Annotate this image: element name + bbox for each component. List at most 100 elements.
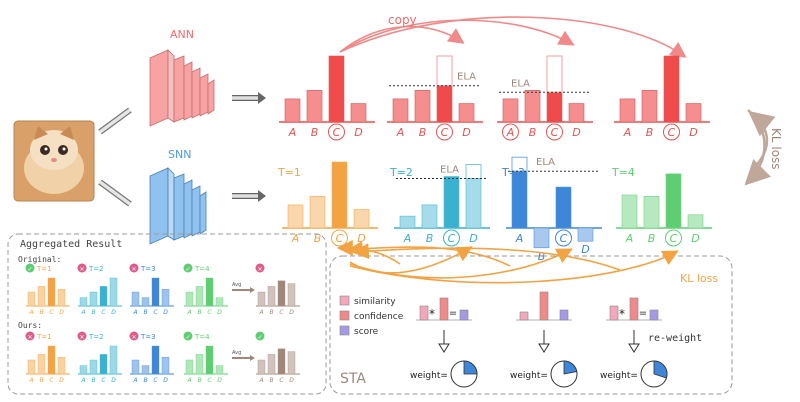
- ann-target-circle: [328, 123, 345, 141]
- snn-tick-label: D: [469, 232, 477, 245]
- small-tick-label: D: [163, 309, 168, 316]
- ann-tick-label: C: [333, 126, 341, 139]
- ann-target-circle: [546, 123, 563, 141]
- small-time-label: T=4: [194, 333, 210, 341]
- small-tick-label: C: [101, 309, 106, 316]
- small-bar: [277, 280, 286, 307]
- small-tick-label: C: [49, 377, 54, 384]
- small-bar: [257, 359, 266, 375]
- small-bar: [195, 286, 204, 307]
- mark-glyph: ✓: [185, 266, 190, 273]
- snn-time-label: T=4: [611, 166, 635, 179]
- small-tick-label: B: [269, 309, 273, 316]
- small-bar: [79, 297, 88, 307]
- small-tick-label: A: [80, 377, 85, 384]
- snn-network-icon: SNN: [149, 148, 207, 245]
- small-tick-label: C: [207, 309, 212, 316]
- small-tick-label: A: [258, 309, 263, 316]
- small-tick-label: D: [289, 377, 294, 384]
- sta-bar: [459, 309, 469, 321]
- ann-tick-label: A: [396, 126, 405, 139]
- small-tick-label: C: [279, 309, 284, 316]
- small-tick-label: C: [153, 377, 158, 384]
- small-bar: [151, 345, 160, 375]
- sta-bar: [519, 311, 529, 321]
- sta-bar: [609, 305, 619, 321]
- small-tick-label: D: [163, 377, 168, 384]
- small-tick-label: D: [217, 309, 222, 316]
- sta-groups: *=weight=weight=*=weight=: [410, 291, 668, 388]
- small-bar: [185, 359, 194, 375]
- small-tick-label: C: [49, 309, 54, 316]
- weight-label: weight=: [510, 371, 548, 381]
- small-bar: [27, 359, 36, 375]
- snn-tick-label: B: [426, 232, 434, 245]
- small-tick-label: D: [59, 377, 64, 384]
- small-bar: [205, 277, 214, 307]
- equals-sign: =: [639, 308, 647, 319]
- snn-tick-label: D: [581, 243, 589, 256]
- ann-tick-label: D: [462, 126, 470, 139]
- snn-bar: [511, 170, 528, 229]
- ann-target-circle: [436, 123, 453, 141]
- small-bar: [27, 291, 36, 307]
- small-bar: [109, 277, 118, 307]
- small-tick-label: C: [279, 377, 284, 384]
- small-bar: [37, 286, 46, 307]
- small-tick-label: A: [80, 309, 85, 316]
- small-bar: [89, 359, 98, 375]
- snn-bar: [353, 209, 370, 229]
- mark-glyph: ✕: [79, 266, 84, 273]
- snn-bar: [621, 194, 638, 229]
- small-bar: [287, 283, 296, 307]
- snn-tick-label: C: [670, 232, 678, 245]
- mark-glyph: ✓: [27, 266, 32, 273]
- reweight-label: re-weight: [648, 333, 702, 344]
- small-bar: [257, 291, 266, 307]
- kitten-image: [13, 120, 95, 202]
- small-bar: [267, 354, 276, 375]
- sta-bar: [539, 291, 549, 321]
- kl-side-arrows: KL loss: [744, 109, 783, 186]
- snn-bar: [399, 215, 416, 229]
- small-bar: [277, 348, 286, 375]
- weight-pie-slice: [653, 360, 668, 379]
- kl-loss-label: KL loss: [680, 272, 718, 285]
- cross-icon: [25, 331, 35, 341]
- cross-icon: [77, 263, 87, 273]
- snn-target-circle: [443, 229, 460, 247]
- ann-bar: [392, 98, 409, 123]
- equals-sign: =: [449, 308, 457, 319]
- sta-bar: [419, 305, 429, 321]
- ann-tick-label: A: [506, 126, 515, 139]
- small-bar: [109, 345, 118, 375]
- snn-tick-label: A: [291, 232, 300, 245]
- ann-bar: [619, 98, 636, 123]
- snn-target-circle: [555, 229, 572, 247]
- snn-tick-label: C: [560, 232, 568, 245]
- small-bar: [79, 365, 88, 375]
- snn-tick-label: B: [538, 250, 546, 263]
- small-tick-label: B: [39, 309, 43, 316]
- mark-glyph: ✕: [131, 334, 136, 341]
- small-tick-label: D: [111, 377, 116, 384]
- snn-bar: [533, 227, 550, 249]
- multiply-sign: *: [619, 307, 625, 321]
- ann-bar: [458, 103, 475, 123]
- snn-ghost-bar: [465, 164, 482, 179]
- ann-tick-label: D: [689, 126, 697, 139]
- small-bar: [215, 297, 224, 307]
- snn-tick-label: D: [357, 232, 365, 245]
- kl-side-label: KL loss: [769, 128, 783, 170]
- small-time-label: T=1: [36, 265, 52, 273]
- mark-glyph: ✕: [131, 266, 136, 273]
